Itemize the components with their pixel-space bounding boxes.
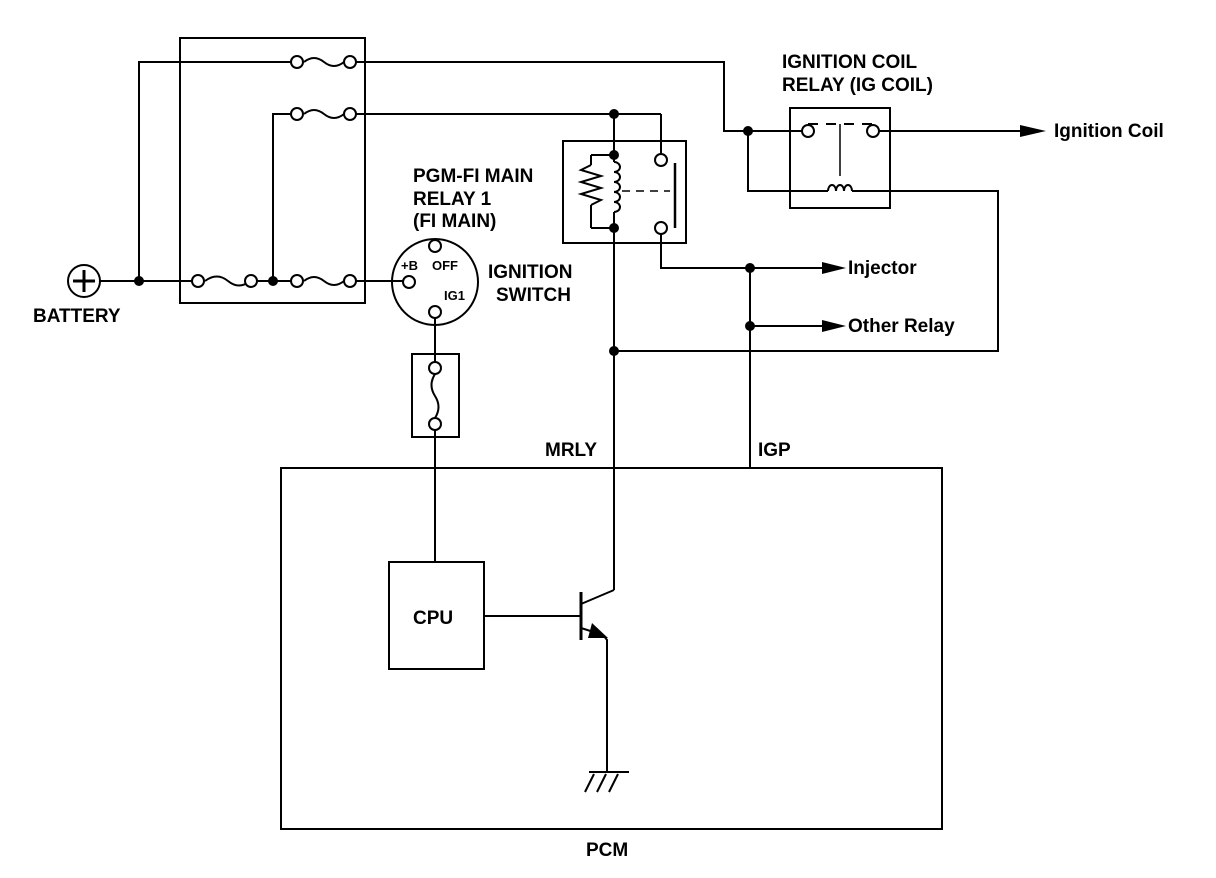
injector-label: Injector [848, 258, 917, 279]
ignition-coil-relay [789, 107, 891, 209]
mrly-label: MRLY [545, 440, 597, 461]
ig-coil-relay-label-2: RELAY (IG COIL) [782, 75, 933, 96]
switch-label-1: IGNITION [488, 262, 572, 283]
battery-symbol [67, 264, 101, 298]
main-relay-label-3: (FI MAIN) [413, 211, 496, 232]
pcm-box [280, 467, 943, 830]
fuse-switch-feed [290, 274, 357, 288]
switch-label-2: SWITCH [496, 285, 571, 306]
pcm-label: PCM [586, 840, 628, 861]
injector-arrow [822, 262, 846, 274]
transistor-symbol [484, 589, 615, 772]
ignition-coil-arrow [1020, 125, 1046, 137]
battery-label: BATTERY [33, 306, 121, 327]
igp-label: IGP [758, 440, 791, 461]
ignition-coil-label: Ignition Coil [1054, 121, 1164, 142]
other-relay-arrow [822, 320, 846, 332]
other-relay-label: Other Relay [848, 316, 955, 337]
ig-coil-relay-label-1: IGNITION COIL [782, 52, 918, 73]
switch-ig1-label: IG1 [444, 288, 465, 303]
switch-b-label: +B [401, 258, 418, 273]
fuse-top [290, 55, 357, 69]
main-relay-label-2: RELAY 1 [413, 189, 492, 210]
main-relay-label-1: PGM-FI MAIN [413, 166, 533, 187]
ground-symbol [584, 771, 629, 793]
cpu-label: CPU [413, 608, 453, 629]
fuse-main [191, 274, 258, 288]
fuse-box [179, 37, 366, 304]
fuse-second [290, 107, 357, 121]
pgm-fi-main-relay [562, 140, 687, 244]
switch-off-label: OFF [432, 258, 458, 273]
